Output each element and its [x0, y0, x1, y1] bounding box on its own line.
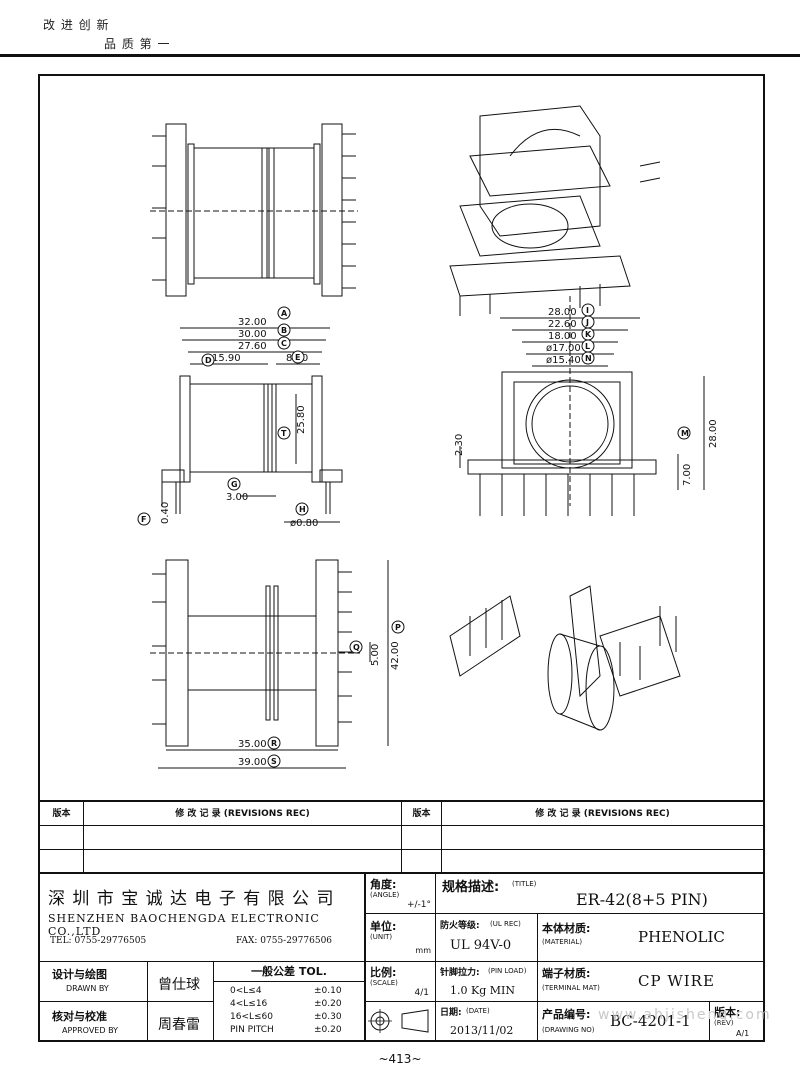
- page-number: ~413~: [378, 1052, 422, 1066]
- side-view: [161, 327, 343, 523]
- company-tel: TEL: 0755-29776505: [50, 936, 147, 946]
- date-value: 2013/11/02: [450, 1024, 514, 1037]
- svg-text:S: S: [271, 757, 277, 766]
- slogan-line-1: 改 进 创 新: [43, 18, 110, 32]
- svg-text:J: J: [585, 318, 589, 327]
- dim-l-value: ø17.00: [546, 343, 581, 354]
- dim-m-value: 28.00: [708, 419, 719, 448]
- ul-rec-cell: 防火等级: (UL REC) UL 94V-0: [436, 914, 538, 962]
- drawn-name-cell: 曾仕球: [148, 962, 214, 1002]
- svg-text:C: C: [281, 339, 287, 348]
- svg-text:F: F: [141, 515, 146, 524]
- approved-label-cell: 核对与校准 APPROVED BY: [40, 1002, 148, 1042]
- dim-r-value: 35.00: [238, 739, 267, 750]
- pin-load-value: 1.0 Kg MIN: [450, 984, 515, 997]
- top-view: [150, 559, 389, 769]
- dim-700-value: 7.00: [682, 464, 693, 486]
- rev-value: A/1: [736, 1029, 750, 1038]
- projection-icon: [368, 1009, 429, 1033]
- svg-text:T: T: [281, 429, 287, 438]
- angle-value: +/-1°: [406, 900, 431, 910]
- svg-text:G: G: [231, 480, 238, 489]
- svg-text:E: E: [295, 353, 300, 362]
- reference-markers: A B C D E T G H F I J K L N M P Q R S: [137, 303, 691, 768]
- company-name-en: SHENZHEN BAOCHENGDA ELECTRONIC CO.,LTD: [48, 912, 320, 938]
- isometric-bottom: [449, 585, 681, 731]
- approved-by-name: 周春雷: [158, 1017, 200, 1033]
- dim-n-value: ø15.40: [546, 355, 581, 366]
- scale-cell: 比例: (SCALE) 4/1: [366, 962, 436, 1002]
- dim-c-value: 27.60: [238, 341, 267, 352]
- scale-value: 4/1: [414, 988, 429, 998]
- technical-drawing: 32.00 30.00 27.60 15.90 8.70 25.80 3.00 …: [40, 76, 763, 800]
- dim-p-value: 42.00: [390, 641, 401, 670]
- drawn-by-name: 曾仕球: [158, 977, 200, 993]
- end-view: [459, 296, 705, 516]
- header-rule: [0, 54, 800, 57]
- approved-name-cell: 周春雷: [148, 1002, 214, 1042]
- svg-text:Q: Q: [353, 643, 360, 652]
- dim-a-value: 32.00: [238, 317, 267, 328]
- svg-text:I: I: [586, 306, 589, 315]
- svg-text:N: N: [585, 354, 592, 363]
- svg-text:D: D: [205, 356, 212, 365]
- dim-f-value: 0.40: [160, 502, 171, 524]
- svg-text:H: H: [299, 505, 306, 514]
- dim-i-value: 28.00: [548, 307, 577, 318]
- terminal-mat-cell: 端子材质: (TERMINAL MAT) CP WIRE: [538, 962, 763, 1002]
- slogan-line-2: 品 质 第 一: [104, 37, 171, 51]
- svg-text:P: P: [395, 623, 401, 632]
- company-name-cn: 深 圳 市 宝 诚 达 电 子 有 限 公 司: [48, 889, 335, 909]
- svg-text:A: A: [281, 309, 288, 318]
- isometric-top: [449, 105, 661, 316]
- pin-load-cell: 针脚拉力: (PIN LOAD) 1.0 Kg MIN: [436, 962, 538, 1002]
- svg-text:K: K: [585, 330, 592, 339]
- tolerance-title: 一般公差 TOL.: [214, 962, 364, 982]
- unit-cell: 单位: (UNIT) mm: [366, 914, 436, 962]
- svg-text:M: M: [681, 429, 689, 438]
- dim-s-value: 39.00: [238, 757, 267, 768]
- rev-col-version-left: 版本: [40, 802, 84, 826]
- drawing-no-value: BC-4201-1: [610, 1012, 691, 1030]
- dimension-labels: 32.00 30.00 27.60 15.90 8.70 25.80 3.00 …: [160, 307, 719, 768]
- title-cell: 规格描述: (TITLE) ER-42(8+5 PIN): [436, 874, 763, 914]
- dim-g-value: 3.00: [226, 492, 248, 503]
- drawn-label-cell: 设计与绘图 DRAWN BY: [40, 962, 148, 1002]
- dim-230-value: 2.30: [454, 434, 465, 456]
- rev-col-record-left: 修 改 记 录 (REVISIONS REC): [84, 802, 402, 826]
- ul-rec-value: UL 94V-0: [450, 938, 512, 953]
- watermark: www.ahjisheng.com: [598, 1007, 772, 1023]
- angle-cell: 角度: (ANGLE) +/-1°: [366, 874, 436, 914]
- company-fax: FAX: 0755-29776506: [236, 936, 333, 946]
- dim-t-value: 25.80: [296, 405, 307, 434]
- dim-k-value: 18.00: [548, 331, 577, 342]
- svg-text:L: L: [585, 342, 590, 351]
- projection-symbol-cell: [366, 1002, 436, 1042]
- dim-d-value: 15.90: [212, 353, 241, 364]
- title-value: ER-42(8+5 PIN): [576, 890, 708, 909]
- tolerance-cell: 一般公差 TOL. 0<L≤4 ±0.10 4<L≤16 ±0.20 16<L≤…: [214, 962, 366, 1042]
- material-value: PHENOLIC: [638, 928, 725, 946]
- unit-value: mm: [415, 946, 431, 955]
- material-cell: 本体材质: (MATERIAL) PHENOLIC: [538, 914, 763, 962]
- title-block: 深 圳 市 宝 诚 达 电 子 有 限 公 司 SHENZHEN BAOCHEN…: [40, 872, 763, 1042]
- terminal-mat-value: CP WIRE: [638, 972, 715, 990]
- dim-h-value: ø0.80: [290, 518, 318, 529]
- revision-table: 版本 修 改 记 录 (REVISIONS REC) 版本 修 改 记 录 (R…: [40, 800, 763, 874]
- dim-j-value: 22.60: [548, 319, 577, 330]
- dim-b-value: 30.00: [238, 329, 267, 340]
- drawing-no-cell: 产品编号: (DRAWING NO) BC-4201-1: [538, 1002, 710, 1042]
- drawing-frame: 32.00 30.00 27.60 15.90 8.70 25.80 3.00 …: [38, 74, 765, 1042]
- svg-text:B: B: [281, 326, 287, 335]
- date-cell: 日期: (DATE) 2013/11/02: [436, 1002, 538, 1042]
- dim-q-value: 5.00: [370, 644, 381, 666]
- front-view: [150, 123, 358, 297]
- company-cell: 深 圳 市 宝 诚 达 电 子 有 限 公 司 SHENZHEN BAOCHEN…: [40, 874, 366, 962]
- rev-cell: 版本: (REV) A/1: [714, 1006, 750, 1038]
- rev-col-version-right: 版本: [402, 802, 442, 826]
- rev-col-record-right: 修 改 记 录 (REVISIONS REC): [442, 802, 763, 826]
- svg-text:R: R: [271, 739, 277, 748]
